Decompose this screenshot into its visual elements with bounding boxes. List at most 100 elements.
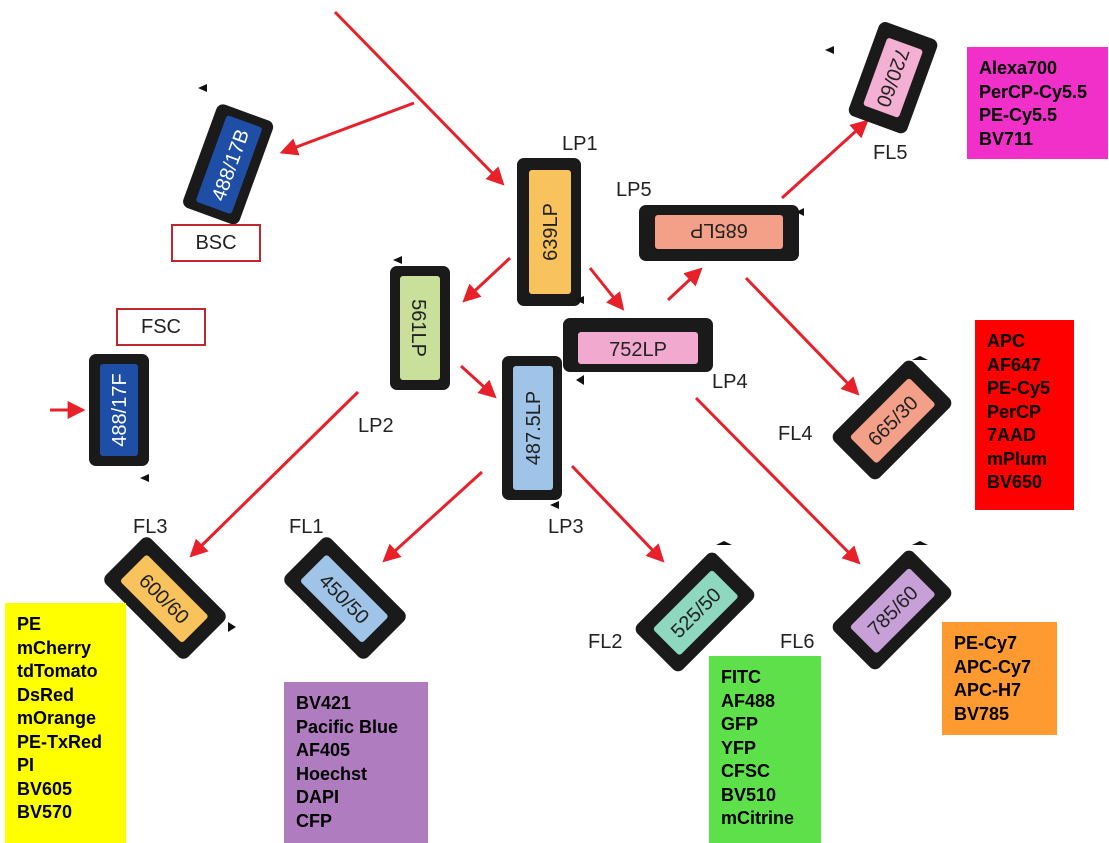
- filter-665-30-glass: [850, 378, 935, 463]
- fl6-fluorochrome-item: BV785: [954, 703, 1010, 724]
- filter-720-60: 720/60: [848, 22, 938, 134]
- filter-561lp-text: 561LP: [407, 299, 429, 357]
- filter-600-60: 600/60: [104, 537, 226, 659]
- position-labels: LP1 LP2 LP3 LP4 LP5 FL1 FL2 FL3 FL4 FL5 …: [133, 133, 907, 653]
- fl3-fluorochrome-item: BV605: [17, 778, 73, 799]
- fl3-fluorochrome-item: mCherry: [17, 637, 92, 658]
- fl2-fluorochrome-item: GFP: [721, 714, 759, 734]
- corner-tick-icon: [140, 474, 149, 482]
- filter-639lp-text: 639LP: [540, 203, 562, 261]
- filter-488-17b: 488/17B: [183, 104, 274, 225]
- fl6-label: FL6: [780, 631, 814, 653]
- fsc-label: FSC: [116, 308, 206, 346]
- corner-tick-icon: [575, 296, 584, 304]
- filter-639lp-glass: [529, 170, 571, 294]
- filter-665-30: 665/30: [832, 360, 952, 480]
- fl4-fluorochrome-item: BV650: [987, 472, 1043, 492]
- fl6-fluorochrome-item: PE-Cy7: [954, 633, 1018, 653]
- fl5-fluorochrome-item: BV711: [979, 128, 1034, 149]
- lp3-label: LP3: [548, 516, 584, 538]
- lp1-label: LP1: [562, 133, 598, 155]
- fl4-fluorochrome-item: 7AAD: [987, 425, 1037, 445]
- filter-488-17f: 488/17F: [89, 354, 149, 466]
- corner-tick-icon: [198, 84, 207, 92]
- filter-752lp-glass: [578, 332, 698, 364]
- filter-487-5lp-glass: [513, 366, 553, 490]
- fl3-fluorochrome-item: BV570: [17, 802, 73, 822]
- fl6-fluorochrome-item: APC-Cy7: [954, 656, 1032, 677]
- fl1-fluorochrome-item: Pacific Blue: [296, 716, 399, 737]
- filter-600-60-glass: [120, 555, 208, 643]
- fl1-fluorochrome-item: Hoechst: [296, 763, 368, 784]
- lp2-to-lp3-arrow: [459, 364, 497, 399]
- fl3-fluorochrome-item: tdTomato: [17, 661, 98, 681]
- filter-639lp: 639LP: [517, 158, 581, 306]
- corner-tick-icon: [393, 256, 402, 264]
- fl3-fluorochrome-item: DsRed: [17, 684, 75, 705]
- fl1-label: FL1: [289, 516, 323, 538]
- fl5-label: FL5: [873, 142, 907, 164]
- lp2-to-fl3-arrow: [189, 390, 360, 558]
- lp5-to-fl4-arrow: [744, 276, 860, 396]
- fl3-fluorochrome-item: PE-TxRed: [17, 731, 103, 752]
- corner-tick-icon: [912, 356, 928, 360]
- filter-450-50: 450/50: [284, 537, 406, 659]
- lp2-label: LP2: [358, 415, 394, 437]
- lp1-to-lp4-arrow: [588, 267, 625, 311]
- corner-tick-icon: [796, 208, 804, 216]
- lp5-label: LP5: [616, 179, 652, 201]
- filter-525-50: 525/50: [635, 552, 755, 672]
- fl1-fluorochrome-item: DAPI: [296, 787, 340, 807]
- fl3-fluorochrome-item: mOrange: [17, 708, 97, 728]
- corner-tick-icon: [716, 541, 732, 545]
- fl1-fluorochrome-item: CFP: [296, 810, 332, 831]
- lp4-label: LP4: [712, 371, 748, 393]
- fl3-label: FL3: [133, 516, 167, 538]
- fl3-fluorochrome-item: PE: [17, 614, 42, 634]
- lp3-to-fl1-arrow: [382, 470, 484, 563]
- filter-785-60: 785/60: [832, 550, 952, 670]
- fl2-fluorochrome-item: CFSC: [721, 761, 770, 781]
- fl6-fluorochrome-item: APC-H7: [954, 680, 1022, 700]
- fl4-fluorochrome-item: mPlum: [987, 448, 1048, 469]
- fl1-fluorochrome-item: AF405: [296, 740, 351, 760]
- corner-tick-icon: [228, 622, 236, 632]
- fl5-fluorochrome-item: PE-Cy5.5: [979, 105, 1058, 125]
- fl2-fluorochrome-item: YFP: [721, 737, 757, 758]
- fl3-fluorochrome-item: PI: [17, 755, 35, 775]
- fl4-fluorochrome-item: PerCP: [987, 401, 1042, 422]
- fl4-label: FL4: [778, 423, 812, 445]
- fl2-fluorochrome-item: AF488: [721, 690, 776, 711]
- fl4-fluorochrome-item: APC: [987, 331, 1026, 351]
- fl5-fluorochrome-item: PerCP-Cy5.5: [979, 81, 1088, 102]
- filter-487-5lp-text: 487.5LP: [523, 391, 545, 466]
- light-path-arrows: [50, 10, 869, 565]
- corner-tick-icon: [825, 46, 834, 54]
- filter-752lp: 752LP: [563, 318, 713, 372]
- to-bsc-arrow: [279, 101, 415, 156]
- filter-487-5lp: 487.5LP: [502, 356, 562, 500]
- filter-561lp-glass: [400, 276, 440, 380]
- filter-488-17f-glass: [100, 364, 138, 456]
- filter-488-17b-glass: [196, 115, 262, 214]
- filter-685lp-text: 685LP: [690, 219, 748, 241]
- bsc-label: BSC: [171, 224, 261, 262]
- filter-561lp: 561LP: [390, 266, 450, 390]
- lp4-to-lp5-arrow: [666, 267, 703, 302]
- lp5-to-fl5-arrow: [780, 119, 869, 200]
- fl2-label: FL2: [588, 631, 622, 653]
- filter-752lp-text: 752LP: [609, 339, 667, 361]
- filter-720-60-glass: [863, 38, 923, 118]
- corner-tick-icon: [912, 541, 928, 545]
- filter-450-50-glass: [300, 555, 388, 643]
- filter-685lp-glass: [655, 215, 783, 249]
- fl4-fluorochrome-item: PE-Cy5: [987, 378, 1051, 398]
- filter-488-17f-text: 488/17F: [109, 373, 131, 446]
- fl2-fluorochrome-item: BV510: [721, 784, 777, 805]
